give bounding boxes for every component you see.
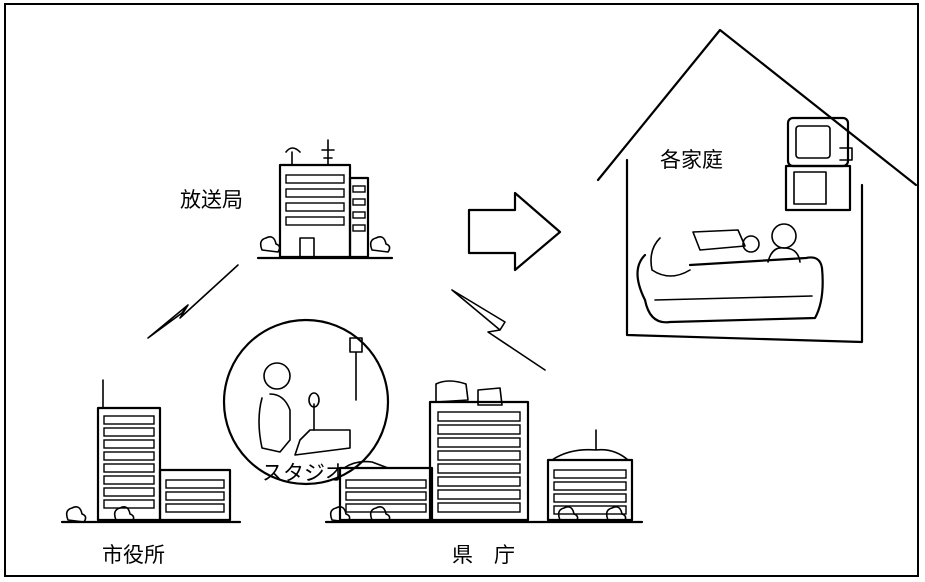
building-window-row (103, 463, 155, 473)
broadcast-station-building (256, 139, 394, 260)
building-window-row (437, 463, 521, 474)
building-window-row (285, 216, 345, 226)
studio-label: スタジオ (262, 461, 346, 485)
building-window-row (103, 499, 155, 509)
studio-announcer (222, 318, 390, 486)
building-window-row (352, 185, 366, 193)
building-window-row (437, 489, 521, 500)
building-window-row (165, 491, 225, 501)
building-window-row (165, 479, 225, 489)
building-window-row (437, 502, 521, 513)
building-window-row (103, 487, 155, 497)
arrow-right-icon (467, 191, 562, 272)
diagram-frame (4, 3, 919, 577)
building-window-row (437, 424, 521, 435)
building-window-row (352, 198, 366, 206)
building-window-row (165, 503, 225, 513)
building-window-row (553, 481, 627, 491)
building-window-row (103, 439, 155, 449)
wireless-signal-icon (147, 264, 239, 339)
building-window-row (352, 211, 366, 219)
building-window-row (285, 174, 345, 184)
building-window-row (553, 493, 627, 503)
city-hall-building (60, 379, 242, 524)
building-window-row (437, 437, 521, 448)
prefecture-label: 県 庁 (452, 543, 515, 567)
building-window-row (103, 415, 155, 425)
building-window-row (553, 469, 627, 479)
building-window-row (352, 224, 366, 232)
building-window-row (553, 505, 627, 515)
building-window-row (437, 411, 521, 422)
building-window-row (103, 475, 155, 485)
building-window-row (285, 188, 345, 198)
home-label: 各家庭 (660, 148, 723, 172)
building-window-row (103, 451, 155, 461)
building-window-row (103, 427, 155, 437)
prefectural-office-building (324, 380, 644, 524)
building-window-row (285, 202, 345, 212)
building-window-row (345, 491, 427, 501)
wireless-signal-icon (451, 289, 546, 371)
house-with-tv (596, 28, 918, 344)
station-label: 放送局 (180, 188, 243, 212)
building-window-row (345, 503, 427, 513)
building-window-row (437, 476, 521, 487)
building-window-row (345, 479, 427, 489)
city-hall-label: 市役所 (102, 543, 165, 567)
building-window-row (437, 450, 521, 461)
